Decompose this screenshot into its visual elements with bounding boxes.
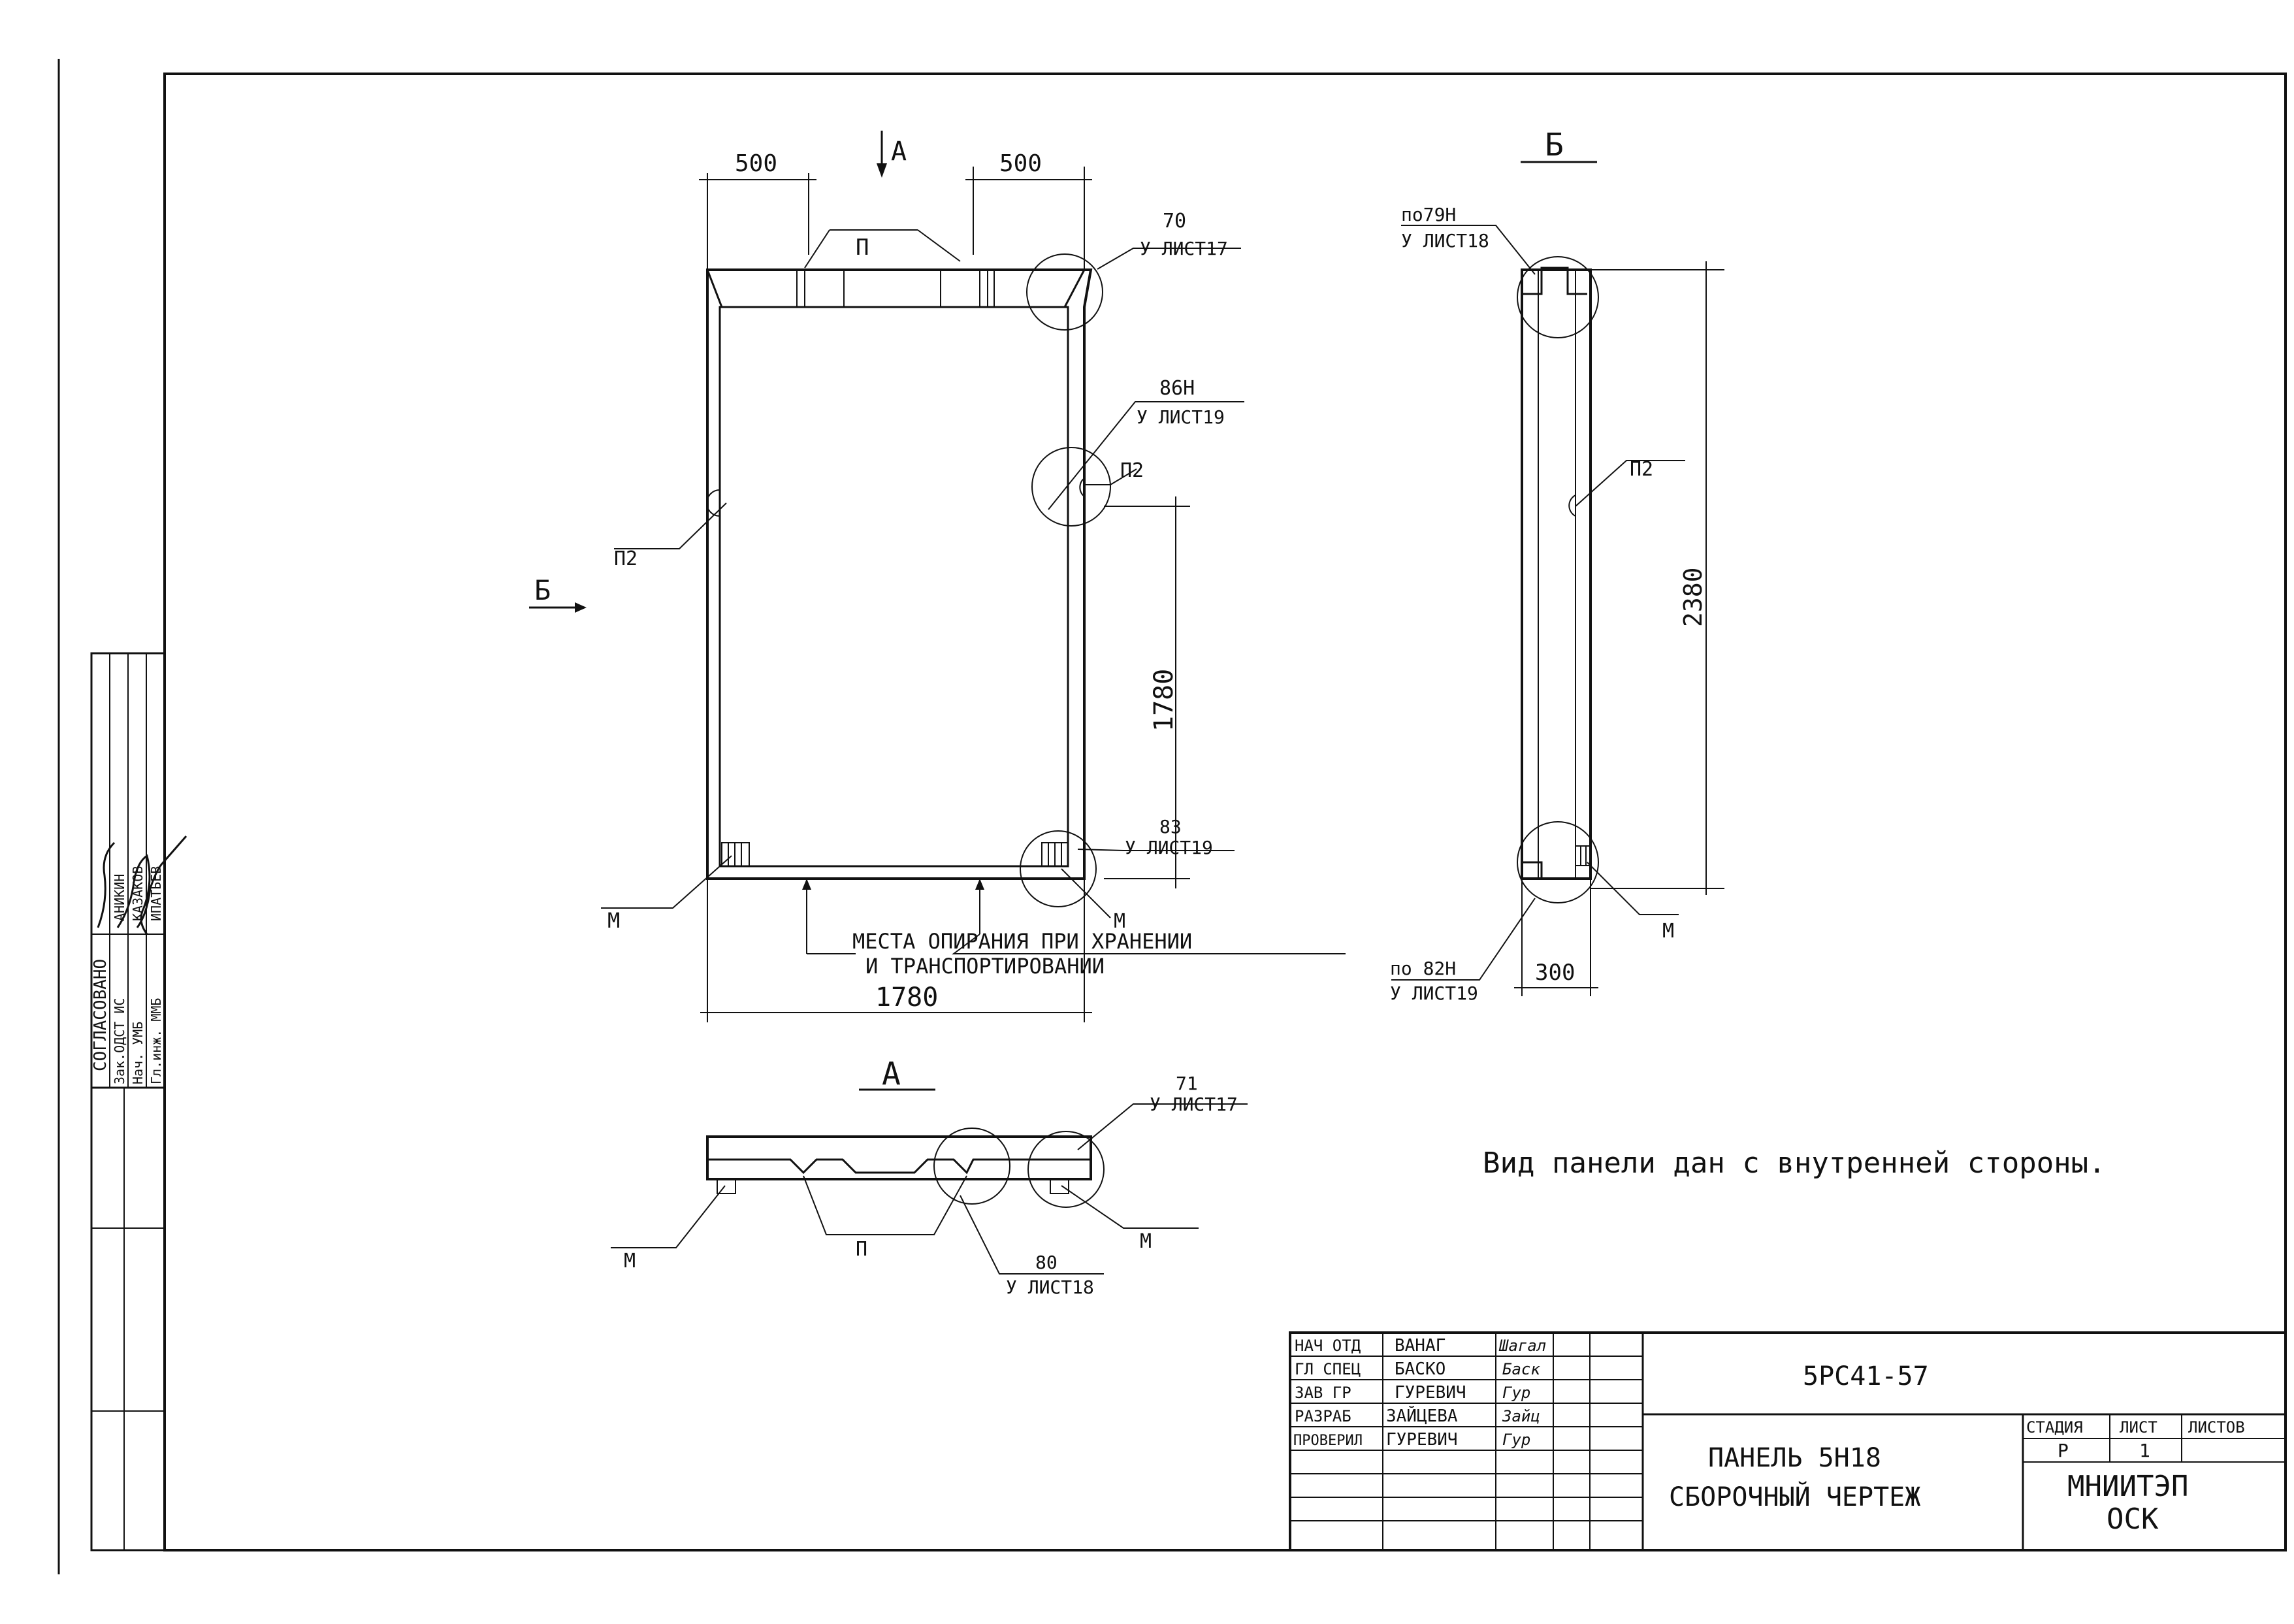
approval-signatures [97,836,187,935]
label-p2-left: П2 [614,547,638,570]
signer-name-2: БАСКО [1395,1359,1446,1379]
callout-86-sheet: У ЛИСТ19 [1137,406,1225,428]
support-note-line2: И ТРАНСПОРТИРОВАНИИ [865,954,1105,979]
panel-opening [719,306,1069,868]
view-b-m: М [1662,920,1674,943]
label-m-right: М [1114,910,1125,933]
signer-sign-2: Баск [1502,1360,1540,1378]
view-b-p2: П2 [1630,458,1653,481]
approval-header: СОГЛАСОВАНО [91,959,110,1071]
detail-circle-80 [933,1128,1010,1205]
view-a-p: П [856,1238,867,1261]
view-a-m-right: М [1140,1230,1152,1253]
side-panel-outline [1521,268,1592,880]
signer-sign-4: Зайц [1502,1407,1540,1425]
view-b-width: 300 [1535,960,1575,986]
approval-role-2: Нач. УМБ [130,1022,146,1084]
signer-sign-5: Гур [1502,1431,1530,1449]
callout-82-sheet: У ЛИСТ19 [1390,983,1478,1004]
approval-block: СОГЛАСОВАНО Зак.ОДСТ ИС АНИКИН Нач. УМБ … [90,652,187,1551]
drawing-code: 5РС41-57 [1803,1361,1929,1391]
signer-role-1: НАЧ ОТД [1295,1337,1361,1355]
callout-79-num: по79Н [1401,204,1456,225]
signer-name-3: ГУРЕВИЧ [1395,1383,1466,1403]
callout-71-sheet: У ЛИСТ17 [1150,1094,1238,1115]
label-p2-right: П2 [1120,459,1144,482]
detail-circle-70 [1026,253,1103,331]
detail-circle-83 [1020,830,1097,907]
stage-value: Р [2058,1440,2069,1461]
signer-role-4: РАЗРАБ [1295,1407,1351,1425]
detail-circle-86 [1031,447,1111,527]
drawing-name-line1: ПАНЕЛЬ 5Н18 [1708,1443,1881,1473]
dim-bottom-1780: 1780 [875,983,938,1013]
title-block: НАЧ ОТД ВАНАГ Шагал ГЛ СПЕЦ БАСКО Баск З… [1289,1331,2287,1551]
approval-role-3: Гл.инж. ММБ [148,998,164,1084]
dim-top-left: 500 [735,150,777,177]
signer-role-3: ЗАВ ГР [1295,1384,1351,1402]
detail-circle-82 [1517,821,1599,903]
signer-name-1: ВАНАГ [1395,1336,1446,1356]
signer-name-5: ГУРЕВИЧ [1386,1430,1458,1450]
view-b-height: 2380 [1679,567,1707,627]
callout-86-num: 86Н [1159,377,1195,400]
signer-sign-1: Шагал [1498,1337,1546,1355]
top-slots [796,270,995,307]
signer-name-4: ЗАЙЦЕВА [1386,1405,1458,1426]
callout-71-num: 71 [1176,1073,1198,1094]
sheet-label: ЛИСТ [2120,1418,2157,1437]
dim-vertical-1780: 1780 [1149,669,1179,732]
label-p-top: П [856,235,869,261]
sheet-value: 1 [2139,1440,2150,1461]
callout-83-sheet: У ЛИСТ19 [1125,837,1213,858]
sheet-frame [163,73,2287,1551]
dim-top-right: 500 [999,150,1042,177]
panel-outline [706,268,1093,880]
top-panel-outline [706,1135,1092,1180]
label-m-left: М [607,908,620,933]
general-note: Вид панели дан с внутренней стороны. [1483,1146,2106,1180]
sheets-label: ЛИСТОВ [2188,1418,2245,1437]
callout-80-num: 80 [1035,1252,1058,1273]
view-a-title: А [882,1056,901,1092]
signer-role-2: ГЛ СПЕЦ [1295,1360,1361,1378]
support-note-line1: МЕСТА ОПИРАНИЯ ПРИ ХРАНЕНИИ [852,929,1192,954]
detail-circle-79 [1517,256,1599,338]
view-b-title: Б [1545,127,1564,163]
callout-82-num: по 82Н [1390,958,1456,979]
callout-70-num: 70 [1163,210,1186,233]
view-a: А 71 У ЛИСТ17 М М П 80 У ЛИСТ18 [611,1056,1248,1298]
approval-role-1: Зак.ОДСТ ИС [112,998,127,1084]
side-support-m [1575,845,1591,866]
callout-80-sheet: У ЛИСТ18 [1006,1276,1094,1298]
callout-79-sheet: У ЛИСТ18 [1401,230,1489,252]
callout-70-sheet: У ЛИСТ17 [1140,238,1228,259]
view-b: Б по79Н У ЛИСТ18 П2 М по 82Н У ЛИСТ19 23… [1390,127,1724,1004]
org-line1: МНИИТЭП [2067,1470,2188,1503]
signer-role-5: ПРОВЕРИЛ [1293,1433,1363,1449]
org-line2: ОСК [2107,1502,2159,1536]
view-arrow-b-label: Б [534,574,551,606]
detail-circle-71 [1027,1131,1105,1208]
drawing-name-line2: СБОРОЧНЫЙ ЧЕРТЕЖ [1669,1481,1920,1512]
stage-label: СТАДИЯ [2026,1418,2083,1437]
signer-sign-3: Гур [1502,1384,1530,1402]
callout-83-num: 83 [1159,816,1182,837]
view-a-m-left: М [624,1250,636,1273]
view-arrow-a-label: А [891,137,907,167]
main-view: 500 500 А П 70 У ЛИСТ17 86Н У ЛИСТ19 П2 … [529,131,1346,1022]
